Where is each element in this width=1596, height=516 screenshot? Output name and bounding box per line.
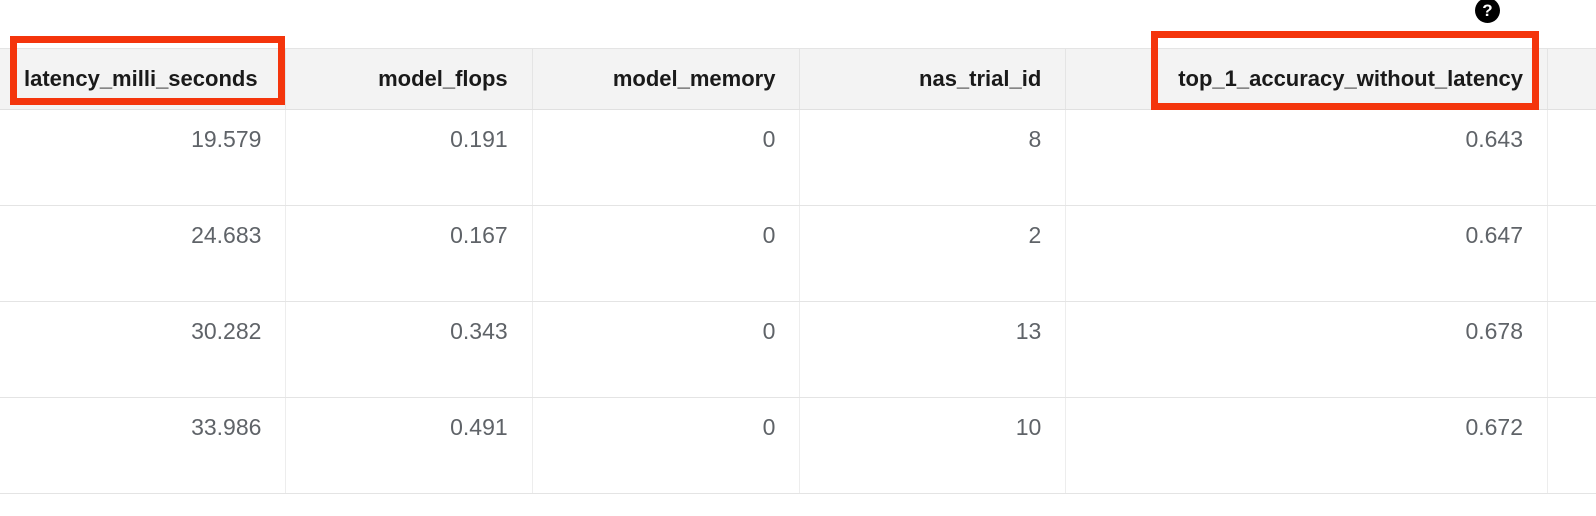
cell-nas-trial-id: 10: [799, 398, 1065, 493]
cell-model-memory: 0: [531, 398, 800, 493]
cell-model-flops: 0.167: [285, 206, 531, 301]
column-header-latency-milli-seconds[interactable]: latency_milli_seconds: [0, 49, 286, 109]
column-header-overflow[interactable]: [1547, 49, 1596, 109]
table-row[interactable]: 19.579 0.191 0 8 0.643: [0, 110, 1596, 206]
cell-top-1-accuracy-without-latency: 0.672: [1065, 398, 1547, 493]
column-header-model-flops[interactable]: model_flops: [285, 49, 532, 109]
table-header-row: latency_milli_seconds model_flops model_…: [0, 48, 1596, 110]
table-row[interactable]: 24.683 0.167 0 2 0.647: [0, 206, 1596, 302]
results-table: latency_milli_seconds model_flops model_…: [0, 48, 1596, 494]
table-row[interactable]: 30.282 0.343 0 13 0.678: [0, 302, 1596, 398]
column-header-nas-trial-id[interactable]: nas_trial_id: [799, 49, 1066, 109]
cell-latency-milli-seconds: 24.683: [191, 222, 262, 248]
cell-model-flops: 0.191: [285, 110, 531, 205]
cell-latency-milli-seconds: 19.579: [191, 126, 262, 152]
cell-model-memory: 0: [531, 302, 800, 397]
toolbar-strip: ?: [0, 0, 1596, 48]
cell-latency-milli-seconds: 30.282: [191, 318, 262, 344]
cell-top-1-accuracy-without-latency: 0.647: [1065, 206, 1547, 301]
cell-overflow: [1547, 110, 1596, 205]
cell-overflow: [1547, 302, 1596, 397]
cell-latency-milli-seconds: 33.986: [191, 414, 262, 440]
cell-nas-trial-id: 8: [799, 110, 1065, 205]
cell-model-memory: 0: [531, 110, 800, 205]
cell-top-1-accuracy-without-latency: 0.643: [1065, 110, 1547, 205]
cell-model-flops: 0.491: [285, 398, 531, 493]
table-row[interactable]: 33.986 0.491 0 10 0.672: [0, 398, 1596, 494]
cell-overflow: [1547, 206, 1596, 301]
cell-top-1-accuracy-without-latency: 0.678: [1065, 302, 1547, 397]
cell-nas-trial-id: 2: [799, 206, 1065, 301]
column-header-top-1-accuracy-without-latency[interactable]: top_1_accuracy_without_latency: [1065, 49, 1547, 109]
column-header-model-memory[interactable]: model_memory: [531, 49, 800, 109]
cell-overflow: [1547, 398, 1596, 493]
cell-model-memory: 0: [531, 206, 800, 301]
cell-model-flops: 0.343: [285, 302, 531, 397]
cell-nas-trial-id: 13: [799, 302, 1065, 397]
help-question-icon[interactable]: ?: [1475, 0, 1500, 23]
